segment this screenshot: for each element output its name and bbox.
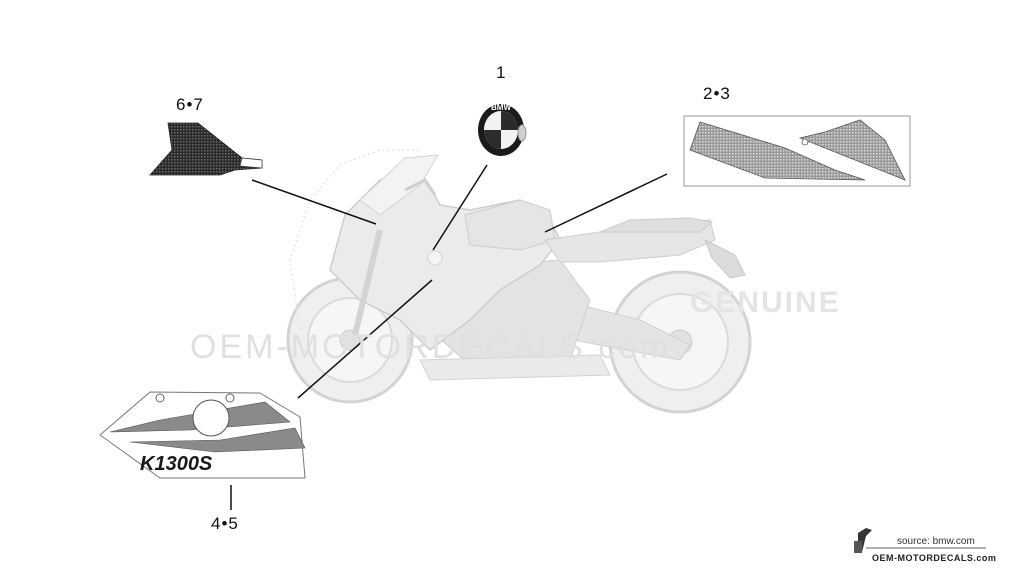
motorcycle-illustration [286,149,752,414]
site-name: OEM-MOTORDECALS.com [872,553,997,563]
callout-part-6-7: 6•7 [176,95,204,114]
callout-part-4-5: 4•5 [211,514,239,533]
tank-decals [683,115,911,187]
fairing-strip-decal [149,122,263,176]
leader-lines [230,164,668,510]
watermark-site: OEM-MOTORDECALS.com [190,328,672,366]
callout-part-2-3: 2•3 [703,84,731,103]
leader-6-7 [251,179,377,225]
decal-model-text: K1300S [140,453,213,475]
emblem-location [427,250,443,266]
bmw-emblem: BMW [478,103,527,156]
callout-part-1: 1 [496,63,507,82]
source-credit: source: bmw.com [897,536,975,547]
leader-2-3 [544,173,668,233]
leader-1 [432,164,488,251]
fairing-side-decal: K1300S [99,391,306,479]
site-logo-icon [854,528,986,553]
leader-4-5 [297,279,433,399]
watermark-genuine: GENUINE [690,286,841,319]
emblem-letters: BMW [491,103,511,112]
